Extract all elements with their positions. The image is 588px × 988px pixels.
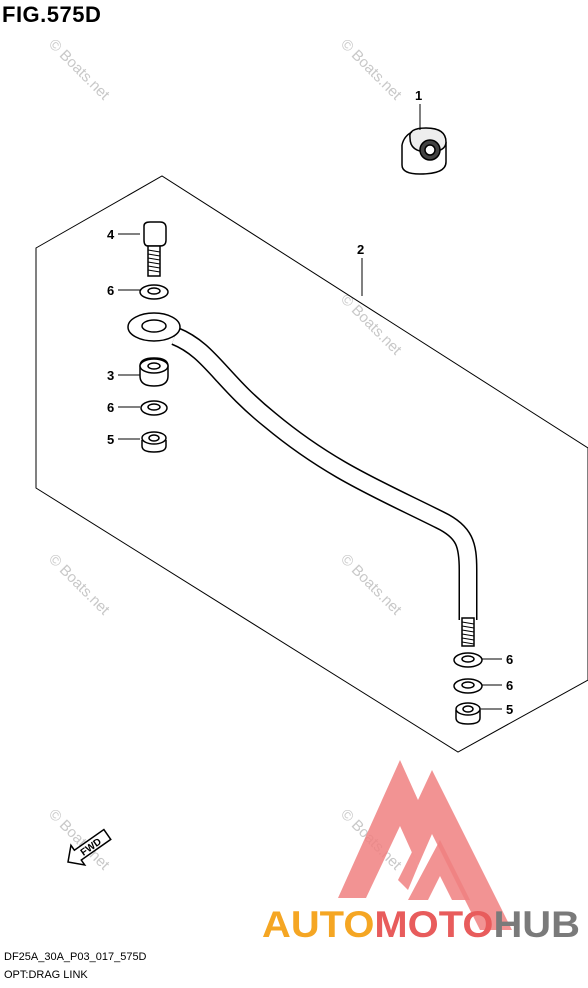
fwd-arrow-icon: FWD — [67, 828, 112, 866]
logo-part-auto: AUTO — [262, 904, 374, 945]
part-locknut-left — [141, 431, 167, 453]
part-drag-link — [127, 312, 478, 647]
part-locknut-right — [455, 702, 481, 725]
callout-1: 1 — [415, 88, 422, 103]
figure-title: FIG.575D — [2, 2, 102, 27]
part-washer-upper-left — [139, 284, 169, 300]
callout-6-upper-right: 6 — [506, 652, 513, 667]
part-washer-upper-right — [453, 652, 483, 668]
diagram-caption: DF25A_30A_P03_017_575D OPT:DRAG LINK — [4, 948, 147, 984]
caption-model: DF25A_30A_P03_017_575D — [4, 951, 147, 963]
callout-6-lower-right: 6 — [506, 678, 513, 693]
leader-lines — [118, 104, 502, 710]
logo-part-hub: HUB — [493, 904, 580, 945]
callouts: 1 2 3 4 5 5 6 6 6 6 — [107, 88, 513, 717]
callout-6-lower-left: 6 — [107, 400, 114, 415]
logo-part-moto: MOTO — [374, 904, 493, 945]
part-bolt — [143, 221, 167, 277]
watermark-text: © Boats.net — [45, 551, 113, 619]
watermark-text: © Boats.net — [337, 36, 405, 104]
watermark-text: © Boats.net — [45, 36, 113, 104]
logo-triangle — [338, 760, 512, 930]
callout-5-left: 5 — [107, 432, 114, 447]
part-bushing — [139, 357, 169, 387]
part-washer-lower-left — [140, 400, 168, 416]
watermarks: © Boats.net © Boats.net © Boats.net © Bo… — [45, 36, 405, 874]
watermark-text: © Boats.net — [337, 551, 405, 619]
callout-4: 4 — [107, 227, 115, 242]
assembly-box — [35, 175, 588, 753]
callout-3: 3 — [107, 368, 114, 383]
part-washer-lower-right — [453, 678, 483, 694]
callout-6-upper-left: 6 — [107, 283, 114, 298]
caption-description: OPT:DRAG LINK — [4, 969, 88, 981]
callout-5-right: 5 — [506, 702, 513, 717]
callout-2: 2 — [357, 242, 364, 257]
part-nut — [401, 127, 447, 175]
